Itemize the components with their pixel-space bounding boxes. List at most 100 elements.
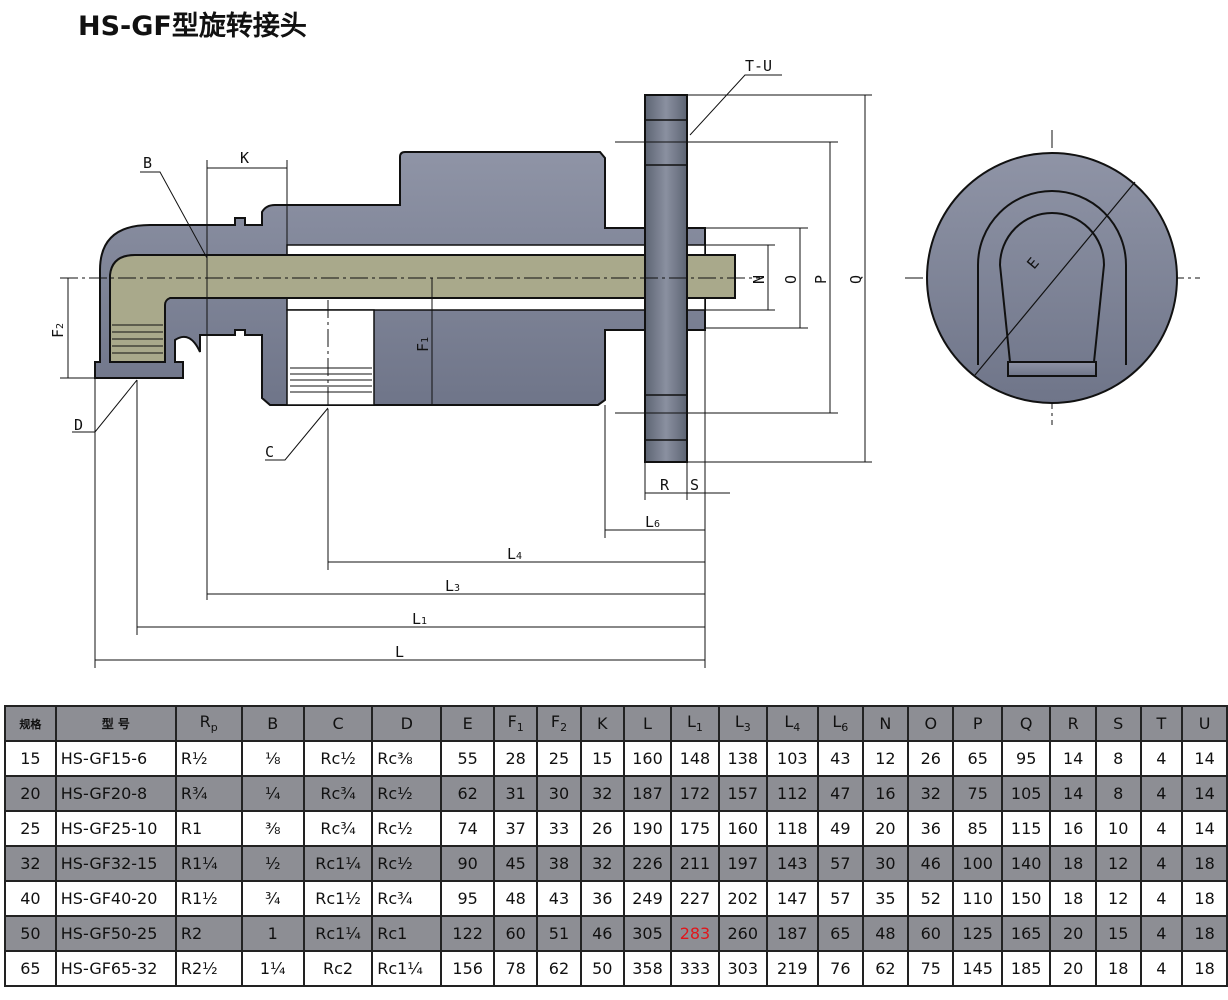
table-cell: 40 <box>4 880 57 917</box>
column-header: L6 <box>816 705 864 742</box>
table-cell: 145 <box>952 950 1003 987</box>
table-cell: 43 <box>816 740 864 777</box>
table-cell: 31 <box>493 775 539 812</box>
table-cell: Rc⅜ <box>371 740 443 777</box>
table-cell: Rc1¼ <box>371 950 443 987</box>
table-cell: 18 <box>1049 880 1097 917</box>
column-header: F1 <box>493 705 539 742</box>
table-cell: 14 <box>1181 740 1228 777</box>
label-n: N <box>750 275 768 284</box>
table-cell: 143 <box>765 845 819 882</box>
table-cell: 50 <box>4 915 57 952</box>
table-cell: 48 <box>493 880 539 917</box>
table-cell: 4 <box>1139 740 1184 777</box>
column-header: B <box>240 705 305 742</box>
label-f1: F1 <box>414 337 432 352</box>
table-cell: 303 <box>717 950 768 987</box>
column-header: P <box>952 705 1003 742</box>
table-cell: R1 <box>174 810 243 847</box>
table-cell: 18 <box>1181 950 1228 987</box>
table-cell: 46 <box>907 845 955 882</box>
page-title: HS-GF型旋转接头 <box>78 11 307 42</box>
column-header: U <box>1181 705 1228 742</box>
table-cell: 156 <box>440 950 496 987</box>
table-cell: 95 <box>440 880 496 917</box>
table-cell: 49 <box>816 810 864 847</box>
table-cell: 4 <box>1139 950 1184 987</box>
table-cell: 20 <box>861 810 910 847</box>
table-cell: 15 <box>1094 915 1142 952</box>
label-l3: L3 <box>445 577 460 595</box>
column-header: Q <box>1000 705 1052 742</box>
table-cell: 165 <box>1000 915 1052 952</box>
column-header: L1 <box>670 705 720 742</box>
table-cell: Rc½ <box>371 845 443 882</box>
table-cell: 226 <box>622 845 673 882</box>
table-cell: 20 <box>4 775 57 812</box>
label-d: D <box>74 416 83 434</box>
table-cell: 122 <box>440 915 496 952</box>
table-cell: Rc¾ <box>302 810 374 847</box>
table-cell: 35 <box>861 880 910 917</box>
table-cell: 32 <box>907 775 955 812</box>
table-cell: 32 <box>579 845 625 882</box>
table-cell: 333 <box>670 950 720 987</box>
table-cell: 4 <box>1139 845 1184 882</box>
table-cell: 32 <box>579 775 625 812</box>
column-header: 型 号 <box>54 705 177 742</box>
table-cell: 12 <box>861 740 910 777</box>
column-header: C <box>302 705 374 742</box>
table-cell: R½ <box>174 740 243 777</box>
rotary-joint-drawing: B K T-U D C F2 F1 N O P Q R S E L6 L4 L3… <box>49 57 1200 668</box>
table-cell: 78 <box>493 950 539 987</box>
table-cell: ¾ <box>240 880 305 917</box>
label-c: C <box>265 443 274 461</box>
table-cell: 219 <box>765 950 819 987</box>
table-cell: 202 <box>717 880 768 917</box>
table-cell: 48 <box>861 915 910 952</box>
inner-pipe <box>109 254 736 363</box>
table-cell: 32 <box>4 845 57 882</box>
table-cell: 185 <box>1000 950 1052 987</box>
column-header: L3 <box>717 705 768 742</box>
table-cell: 25 <box>536 740 582 777</box>
table-cell: HS-GF15-6 <box>54 740 177 777</box>
table-cell: 57 <box>816 880 864 917</box>
table-cell: 75 <box>952 775 1003 812</box>
table-cell: 75 <box>907 950 955 987</box>
table-cell: 65 <box>4 950 57 987</box>
table-cell: 187 <box>622 775 673 812</box>
table-cell: 46 <box>579 915 625 952</box>
table-cell: 197 <box>717 845 768 882</box>
column-header: L4 <box>765 705 819 742</box>
column-header: O <box>907 705 955 742</box>
table-cell: 18 <box>1181 915 1228 952</box>
column-header: R <box>1049 705 1097 742</box>
table-cell: 8 <box>1094 775 1142 812</box>
table-cell: 74 <box>440 810 496 847</box>
table-cell: 85 <box>952 810 1003 847</box>
table-cell: 33 <box>536 810 582 847</box>
table-cell: 57 <box>816 845 864 882</box>
table-cell: 65 <box>816 915 864 952</box>
table-cell: 115 <box>1000 810 1052 847</box>
table-cell: 14 <box>1049 740 1097 777</box>
table-cell: 36 <box>579 880 625 917</box>
table-cell: 16 <box>1049 810 1097 847</box>
table-cell: Rc½ <box>302 740 374 777</box>
table-cell: R1¼ <box>174 845 243 882</box>
table-cell: HS-GF20-8 <box>54 775 177 812</box>
table-cell: 12 <box>1094 880 1142 917</box>
table-cell: 38 <box>536 845 582 882</box>
table-cell: 18 <box>1049 845 1097 882</box>
table-cell: 60 <box>493 915 539 952</box>
table-cell: 95 <box>1000 740 1052 777</box>
table-cell: 16 <box>861 775 910 812</box>
table-cell: 36 <box>907 810 955 847</box>
table-cell: 8 <box>1094 740 1142 777</box>
table-cell: 45 <box>493 845 539 882</box>
